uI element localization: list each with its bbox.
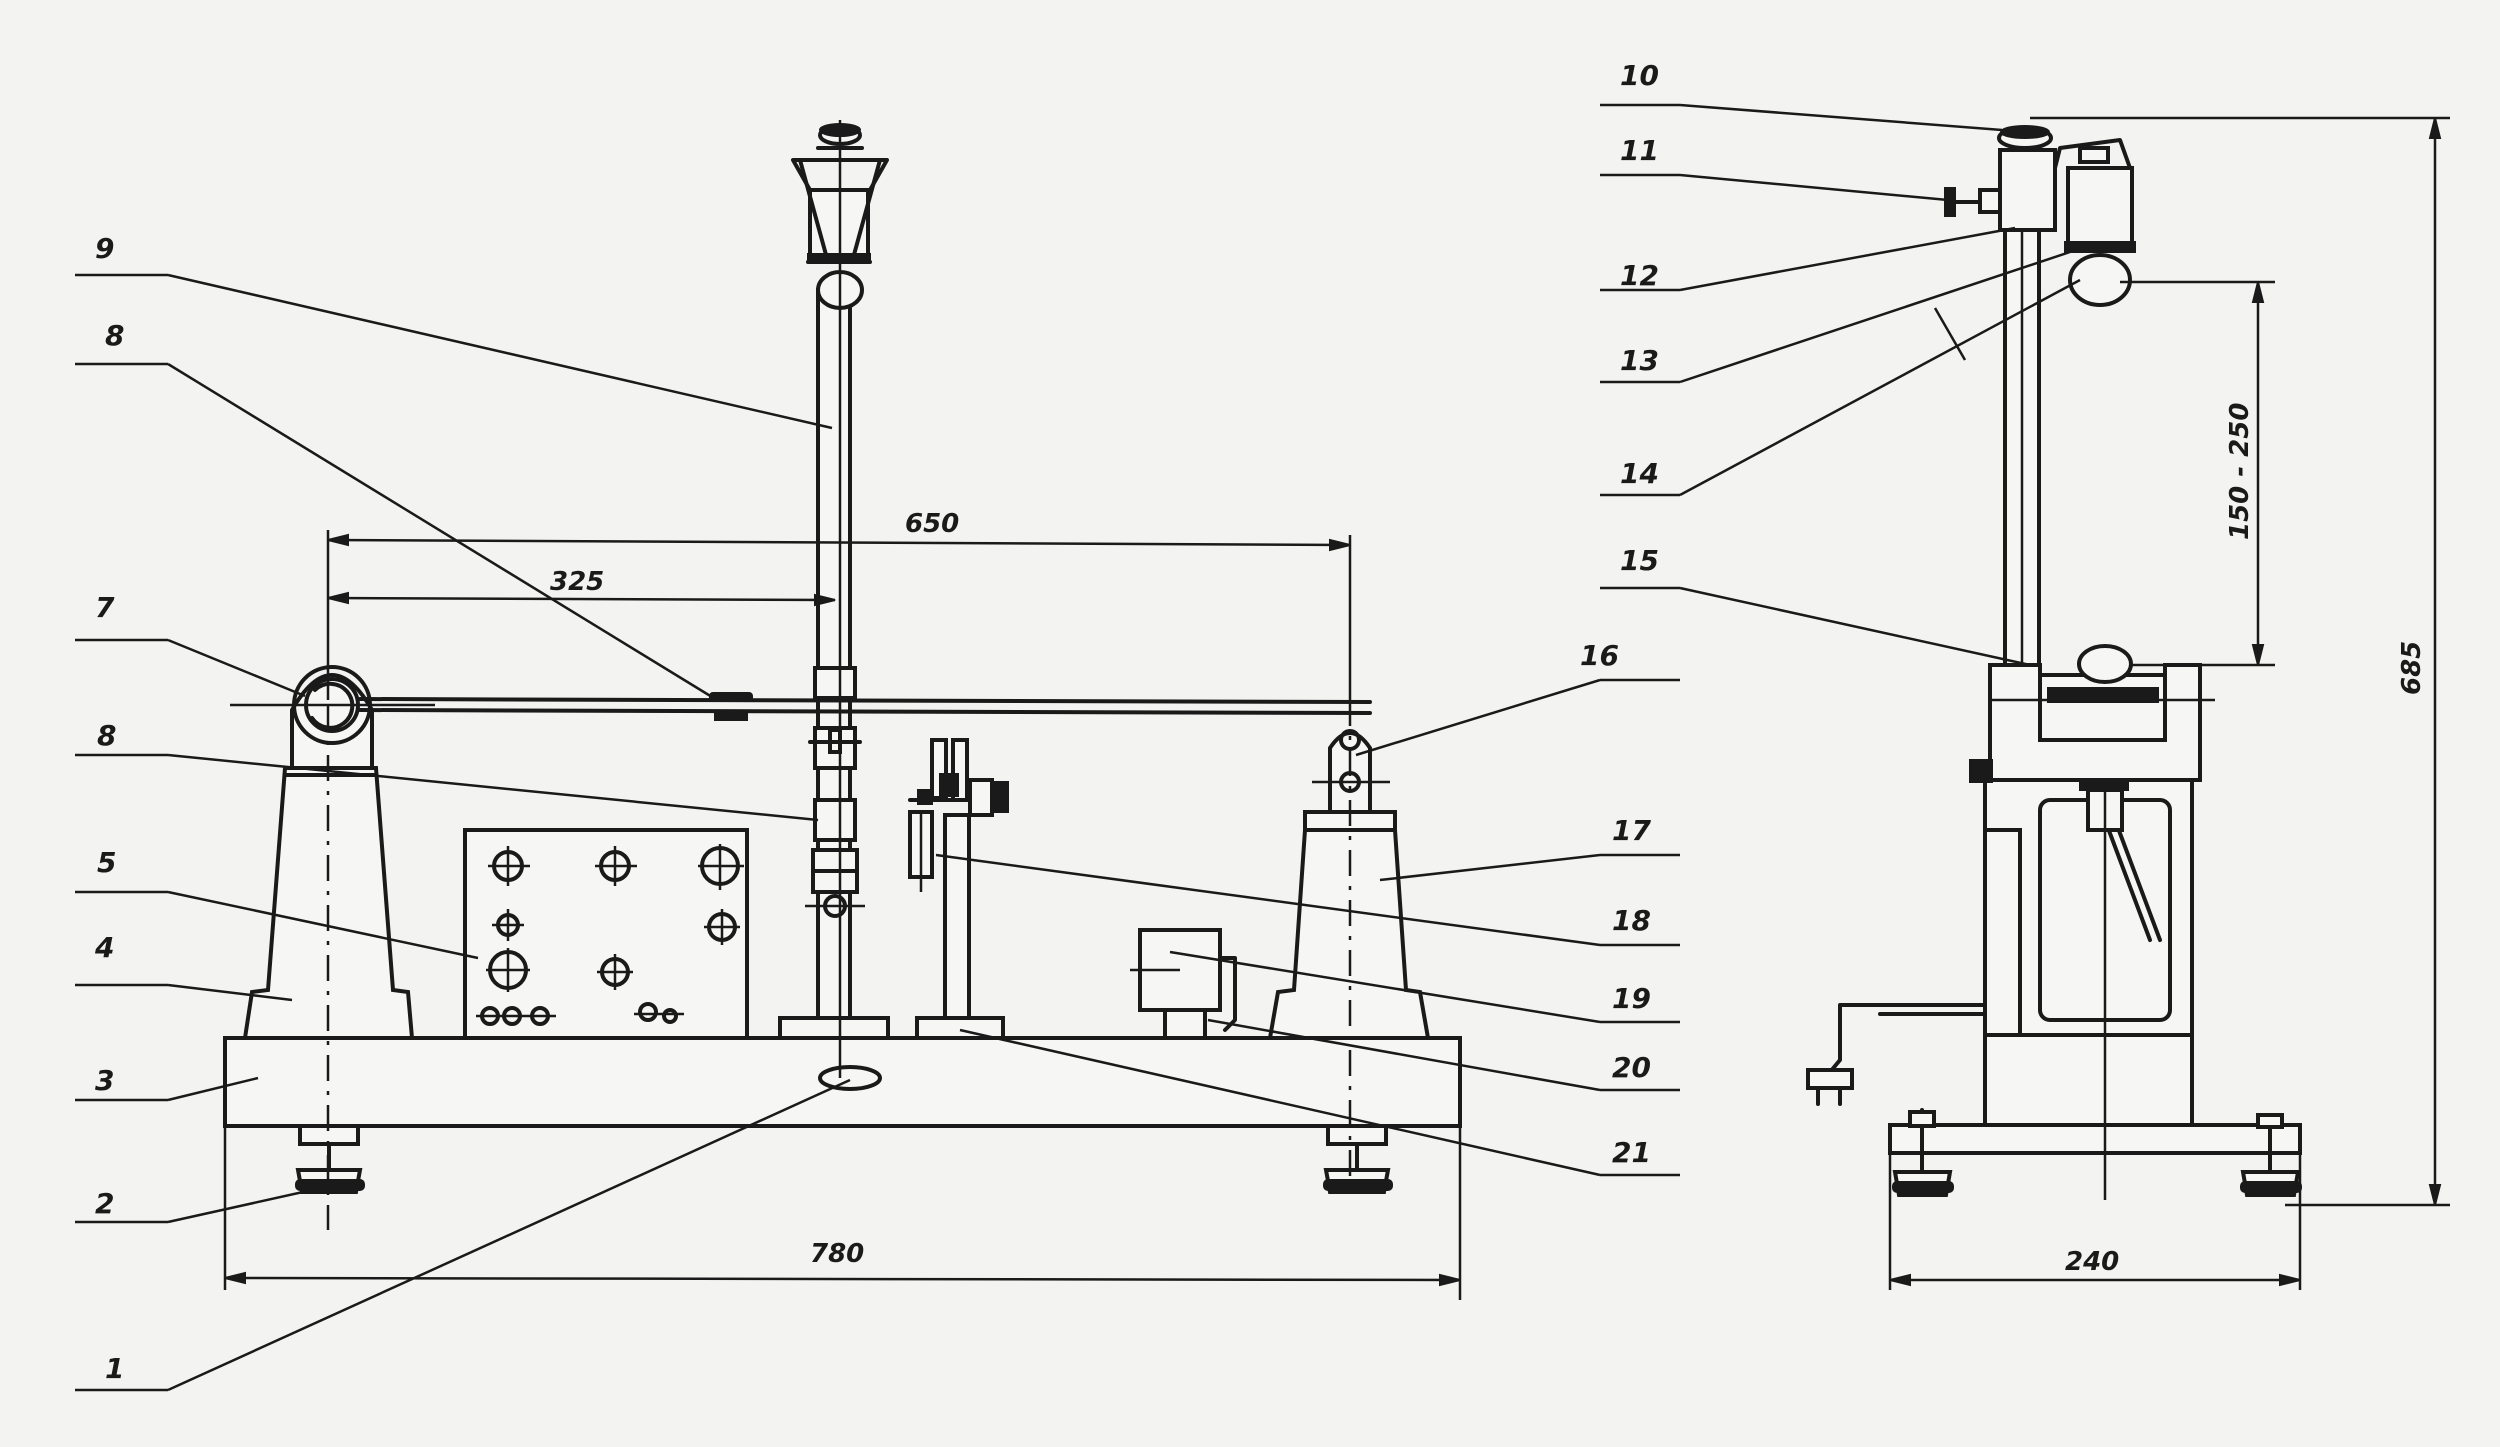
dimension-650: 650 bbox=[905, 509, 959, 539]
leader-lines-side bbox=[1600, 103, 2081, 667]
callout-labels: 9 8 7 8 5 4 3 2 1 16 17 18 19 20 21 10 1… bbox=[94, 59, 1659, 1385]
callout-18: 18 bbox=[1612, 904, 1651, 937]
callout-16: 16 bbox=[1580, 639, 1619, 672]
callout-20: 20 bbox=[1612, 1051, 1651, 1084]
leveling-foot-left bbox=[295, 1124, 365, 1194]
dimension-240: 240 bbox=[2065, 1247, 2119, 1277]
support-right bbox=[1267, 700, 1431, 1200]
callout-9: 9 bbox=[95, 232, 114, 265]
callout-7: 7 bbox=[95, 591, 115, 624]
callout-8-middle: 8 bbox=[97, 719, 116, 752]
dimension-150-250: 150 - 250 bbox=[2225, 403, 2255, 540]
side-foot-right bbox=[2240, 1113, 2302, 1197]
callout-10: 10 bbox=[1620, 59, 1659, 92]
dimension-lines-side bbox=[1888, 116, 2450, 1290]
indicator-stand bbox=[908, 738, 1009, 1040]
callout-17: 17 bbox=[1612, 814, 1651, 847]
callout-1: 1 bbox=[105, 1352, 124, 1385]
dimension-labels: 650 325 780 240 685 150 - 250 bbox=[550, 403, 2427, 1277]
side-view bbox=[1600, 103, 2450, 1290]
callout-21: 21 bbox=[1612, 1136, 1651, 1169]
callout-13: 13 bbox=[1620, 344, 1659, 377]
pivot-support-left bbox=[242, 766, 415, 1040]
callout-5: 5 bbox=[97, 846, 116, 879]
lever-beam bbox=[358, 692, 1372, 721]
dimension-685: 685 bbox=[2397, 641, 2427, 695]
callout-3: 3 bbox=[95, 1064, 114, 1097]
central-column bbox=[778, 288, 890, 1040]
dimension-325: 325 bbox=[550, 567, 604, 597]
pivot-head bbox=[290, 673, 374, 770]
bubble-level bbox=[818, 1065, 882, 1091]
column-head bbox=[791, 120, 889, 1078]
callout-14: 14 bbox=[1620, 457, 1659, 490]
side-column-head bbox=[1944, 125, 2136, 307]
leader-lines-front bbox=[75, 273, 1680, 1392]
side-base-plate bbox=[1888, 1123, 2302, 1155]
callout-8-top: 8 bbox=[105, 319, 124, 352]
callout-11: 11 bbox=[1620, 134, 1659, 167]
timer-unit bbox=[1130, 928, 1237, 1040]
callout-2: 2 bbox=[95, 1187, 114, 1220]
control-panel bbox=[463, 828, 749, 1040]
dimension-lines-front bbox=[223, 530, 1462, 1300]
callout-15: 15 bbox=[1620, 544, 1659, 577]
callout-19: 19 bbox=[1612, 982, 1651, 1015]
front-view bbox=[75, 120, 1680, 1392]
callout-4: 4 bbox=[94, 931, 114, 964]
dimension-780: 780 bbox=[810, 1239, 864, 1269]
control-panel-knobs bbox=[476, 844, 744, 1026]
side-foot-left bbox=[1892, 1108, 1954, 1197]
leveling-foot-right bbox=[1323, 1124, 1393, 1194]
callout-12: 12 bbox=[1620, 259, 1659, 292]
